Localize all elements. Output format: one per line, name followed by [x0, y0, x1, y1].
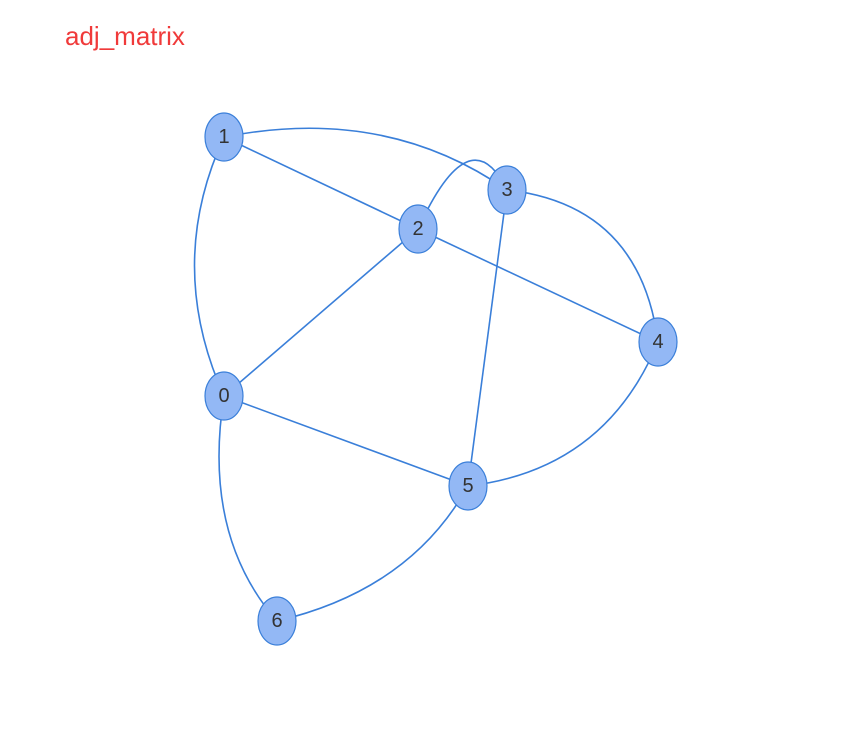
- node-label: 6: [271, 610, 282, 632]
- node-circle[interactable]: [204, 371, 244, 421]
- node-2[interactable]: 2: [398, 204, 438, 254]
- node-label: 4: [652, 331, 663, 353]
- node-3[interactable]: 3: [487, 165, 527, 215]
- node-5[interactable]: 5: [448, 461, 488, 511]
- edge-4-5: [467, 341, 659, 487]
- node-circle[interactable]: [638, 317, 678, 367]
- edge-3-5: [467, 189, 508, 487]
- node-label: 5: [462, 475, 473, 497]
- node-label: 1: [218, 126, 229, 148]
- node-circle[interactable]: [257, 596, 297, 646]
- edge-2-4: [417, 228, 659, 343]
- node-0[interactable]: 0: [204, 371, 244, 421]
- node-label: 3: [501, 179, 512, 201]
- edge-0-2: [223, 228, 419, 397]
- edges-layer: [193, 127, 659, 622]
- node-circle[interactable]: [487, 165, 527, 215]
- node-1[interactable]: 1: [204, 112, 244, 162]
- node-label: 2: [412, 218, 423, 240]
- node-circle[interactable]: [204, 112, 244, 162]
- node-label: 0: [218, 385, 229, 407]
- graph-title: adj_matrix: [65, 21, 185, 51]
- edge-0-5: [223, 395, 469, 487]
- nodes-layer: 0 1 2 3 4 5 6: [204, 112, 678, 646]
- node-6[interactable]: 6: [257, 596, 297, 646]
- edge-0-6: [218, 395, 278, 622]
- edge-1-2: [223, 136, 419, 230]
- edge-0-1: [193, 136, 225, 397]
- node-circle[interactable]: [398, 204, 438, 254]
- node-circle[interactable]: [448, 461, 488, 511]
- node-4[interactable]: 4: [638, 317, 678, 367]
- edge-5-6: [276, 485, 469, 622]
- edge-3-4: [506, 189, 659, 343]
- edge-1-3: [223, 127, 508, 191]
